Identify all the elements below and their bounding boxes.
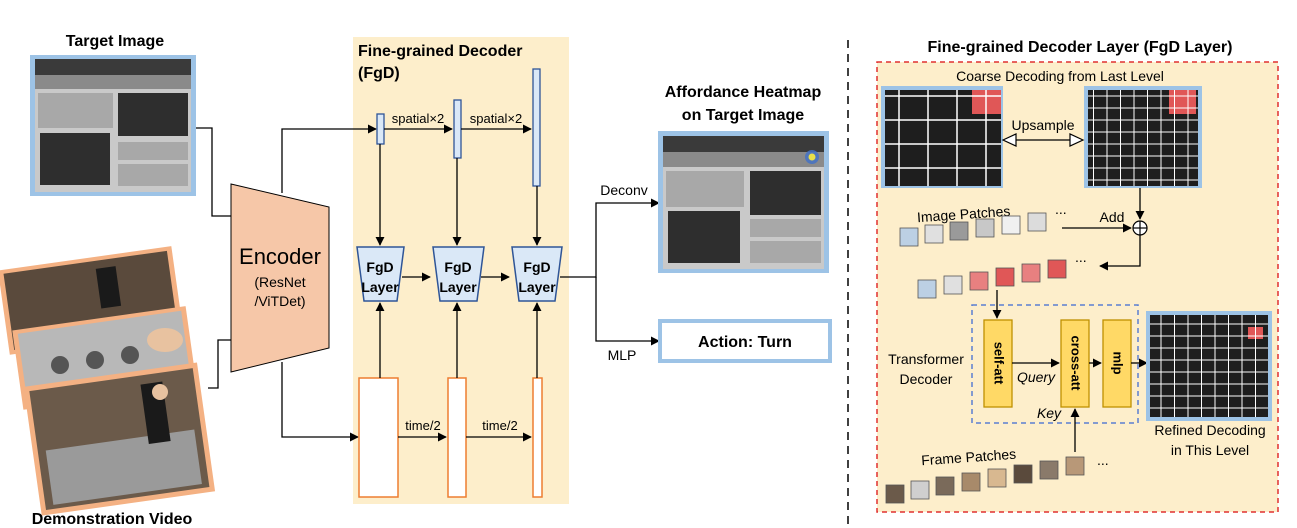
time-label-1: time/2 — [405, 418, 440, 433]
arrow-to-action — [595, 277, 660, 346]
double-arrow-icon — [1001, 133, 1085, 147]
time-bar-3 — [532, 377, 543, 498]
demonstration-video-title: Demonstration Video — [32, 511, 193, 528]
time-label-2: time/2 — [482, 418, 517, 433]
key-label: Key — [1037, 405, 1062, 421]
spatial-label-2: spatial×2 — [470, 111, 522, 126]
encoder-block — [230, 183, 330, 373]
frame-patches — [885, 456, 1085, 504]
refined-label-line1: Refined Decoding — [1154, 422, 1265, 438]
heatmap-image — [658, 131, 829, 273]
mlp-block: mlp — [1102, 319, 1132, 408]
coarse-grid — [881, 86, 1003, 188]
cross-att-block: cross-att — [1060, 319, 1090, 408]
fgd-layer-2-line1: FgD — [444, 259, 471, 275]
fgd-layer-1-line1: FgD — [366, 259, 393, 275]
fgd-layer-1-line2: Layer — [361, 279, 399, 295]
arrow-video-to-encoder — [208, 339, 231, 389]
arrow-encoder-to-spatial — [281, 124, 377, 193]
arrow-add-to-combined — [1099, 235, 1141, 271]
encoder-title: Encoder — [239, 244, 321, 269]
fgd-layer-2: FgD Layer — [432, 246, 485, 302]
action-label: Action: Turn — [698, 334, 792, 351]
self-att-block: self-att — [983, 319, 1013, 408]
image-patches-ellipsis: ... — [1055, 201, 1067, 217]
coarse-label: Coarse Decoding from Last Level — [956, 68, 1164, 84]
frame-patches-ellipsis: ... — [1097, 452, 1109, 468]
deconv-label: Deconv — [600, 182, 647, 198]
spatial-bar-2 — [453, 99, 462, 159]
time-bar-2 — [447, 377, 467, 498]
target-image-title: Target Image — [66, 33, 165, 50]
add-label: Add — [1100, 209, 1125, 225]
mlp-label: MLP — [608, 347, 637, 363]
fgd-layer-1: FgD Layer — [356, 246, 405, 302]
combined-patches-ellipsis: ... — [1075, 249, 1087, 265]
spatial-bar-3 — [532, 68, 541, 187]
action-box — [658, 319, 832, 363]
arrow-to-heatmap — [560, 198, 660, 278]
transformer-label-line2: Decoder — [900, 371, 953, 387]
refined-label-line2: in This Level — [1171, 442, 1249, 458]
self-att-label: self-att — [992, 342, 1007, 385]
arrow-image-to-encoder — [196, 127, 231, 217]
upsampled-grid — [1084, 86, 1202, 188]
fgd-title-line1: Fine-grained Decoder — [358, 43, 522, 60]
frame-patches-label: Frame Patches — [921, 446, 1017, 469]
spatial-bar-1 — [376, 113, 385, 145]
time-bar-1 — [358, 377, 399, 498]
demonstration-video-frames — [0, 246, 216, 516]
heatmap-title-line1: Affordance Heatmap — [665, 84, 822, 101]
fgd-layer-3-line1: FgD — [523, 259, 550, 275]
fgd-layer-3-line2: Layer — [518, 279, 556, 295]
query-label: Query — [1017, 369, 1056, 385]
heatmap-title-line2: on Target Image — [682, 107, 804, 124]
add-circle-icon — [1132, 220, 1148, 236]
panel-title: Fine-grained Decoder Layer (FgD Layer) — [928, 39, 1233, 56]
encoder-subtitle-1: (ResNet — [254, 274, 305, 290]
target-image — [30, 55, 196, 196]
encoder-subtitle-2: /ViTDet) — [254, 293, 305, 309]
fgd-title-line2: (FgD) — [358, 65, 400, 82]
combined-patches — [917, 259, 1067, 299]
fgd-layer-3: FgD Layer — [511, 246, 563, 302]
spatial-label-1: spatial×2 — [392, 111, 444, 126]
fgd-layer-2-line2: Layer — [439, 279, 477, 295]
image-patches — [899, 212, 1047, 247]
arrow-encoder-to-time — [281, 362, 359, 442]
transformer-decoder-box — [971, 304, 1139, 424]
upsample-label: Upsample — [1011, 117, 1074, 133]
cross-att-label: cross-att — [1069, 336, 1084, 392]
video-frame-3 — [23, 362, 216, 516]
transformer-label-line1: Transformer — [888, 351, 964, 367]
refined-grid — [1146, 311, 1272, 421]
mlp-block-label: mlp — [1111, 351, 1126, 374]
